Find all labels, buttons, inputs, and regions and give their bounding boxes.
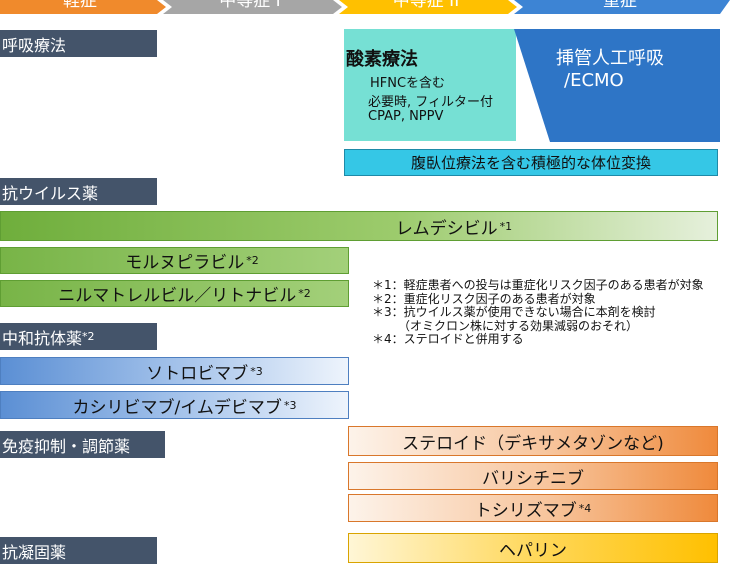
stage-label-mild: 軽症 xyxy=(63,0,97,11)
category-antibody-label: 中和抗体薬 xyxy=(2,328,83,348)
stage-arrow-moderate1 xyxy=(163,0,342,14)
stage-arrow-severe xyxy=(514,0,730,14)
drug-mark-molnupiravir: *2 xyxy=(246,254,259,267)
stage-label-moderate2: 中等症 II xyxy=(393,0,459,11)
drug-name-remdesivir: レムデシビル xyxy=(395,218,498,239)
drug-name-steroid: ステロイド（デキサメタゾンなど) xyxy=(402,433,664,454)
oxygen-line-3: CPAP, NPPV xyxy=(368,109,444,124)
category-respiratory: 呼吸療法 xyxy=(0,30,157,57)
category-anticoagulant: 抗凝固薬 xyxy=(0,537,157,564)
intubation-box: 挿管人工呼吸 /ECMO xyxy=(514,29,720,142)
stage-arrow-mild xyxy=(0,0,166,14)
drug-bar-remdesivir: レムデシビル*1 xyxy=(0,211,718,241)
footnote-3-cont: （オミクロン株に対する効果減弱のおそれ） xyxy=(398,318,639,333)
drug-bar-sotrovimab: ソトロビマブ*3 xyxy=(0,357,349,385)
drug-mark-sotrovimab: *3 xyxy=(250,364,263,378)
drug-name-molnupiravir: モルヌピラビル xyxy=(125,253,245,273)
stage-label-moderate1: 中等症 I xyxy=(219,0,280,11)
drug-bar-molnupiravir: モルヌピラビル*2 xyxy=(0,247,349,274)
drug-name-casirivimab: カシリビマブ/イムデビマブ xyxy=(72,397,282,418)
drug-mark-tocilizumab: *4 xyxy=(578,501,592,515)
drug-mark-casirivimab: *3 xyxy=(283,398,297,412)
prone-positioning-bar: 腹臥位療法を含む積極的な体位変換 xyxy=(344,149,718,176)
drug-bar-casirivimab: カシリビマブ/イムデビマブ*3 xyxy=(0,391,349,419)
drug-mark-remdesivir: *1 xyxy=(499,219,513,233)
stage-header: 軽症 中等症 I 中等症 II 重症 xyxy=(0,0,730,14)
footnote-2: ＊2：重症化リスク因子のある患者が対象 xyxy=(372,291,596,306)
drug-name-tocilizumab: トシリズマブ xyxy=(474,500,577,521)
stage-arrow-moderate2 xyxy=(339,0,517,14)
intubation-label-1: 挿管人工呼吸 xyxy=(556,48,664,69)
oxygen-line-1: HFNCを含む xyxy=(370,76,446,91)
drug-bar-baricitinib: バリシチニブ xyxy=(348,462,718,490)
category-immunomodulator: 免疫抑制・調節薬 xyxy=(0,431,165,458)
footnote-1: ＊1：軽症患者への投与は重症化リスク因子のある患者が対象 xyxy=(372,279,704,292)
category-antibody-mark: *2 xyxy=(82,330,95,343)
oxygen-therapy-title: 酸素療法 xyxy=(346,49,418,70)
drug-name-heparin: ヘパリン xyxy=(499,541,567,561)
drug-name-baricitinib: バリシチニブ xyxy=(482,468,584,489)
drug-bar-heparin: ヘパリン xyxy=(348,533,718,563)
oxygen-therapy-box: 酸素療法 HFNCを含む 必要時, フィルター付 CPAP, NPPV xyxy=(344,29,516,141)
oxygen-line-2: 必要時, フィルター付 xyxy=(368,95,494,110)
drug-name-sotrovimab: ソトロビマブ xyxy=(146,363,249,384)
drug-mark-nirmatrelvir: *2 xyxy=(298,287,311,300)
footnote-4: ＊4：ステロイドと併用する xyxy=(372,332,524,346)
category-antiviral: 抗ウイルス薬 xyxy=(0,178,157,205)
drug-bar-nirmatrelvir: ニルマトレルビル／リトナビル*2 xyxy=(0,280,349,307)
drug-bar-tocilizumab: トシリズマブ*4 xyxy=(348,494,718,522)
footnote-3: ＊3：抗ウイルス薬が使用できない場合に本剤を検討 xyxy=(372,305,656,319)
stage-label-severe: 重症 xyxy=(603,0,637,11)
footnotes: ＊1：軽症患者への投与は重症化リスク因子のある患者が対象 ＊2：重症化リスク因子… xyxy=(372,279,755,347)
drug-name-nirmatrelvir: ニルマトレルビル／リトナビル xyxy=(58,286,297,306)
intubation-label-2: /ECMO xyxy=(564,70,624,91)
drug-bar-steroid: ステロイド（デキサメタゾンなど) xyxy=(348,426,718,456)
category-antibody: 中和抗体薬*2 xyxy=(0,323,157,350)
